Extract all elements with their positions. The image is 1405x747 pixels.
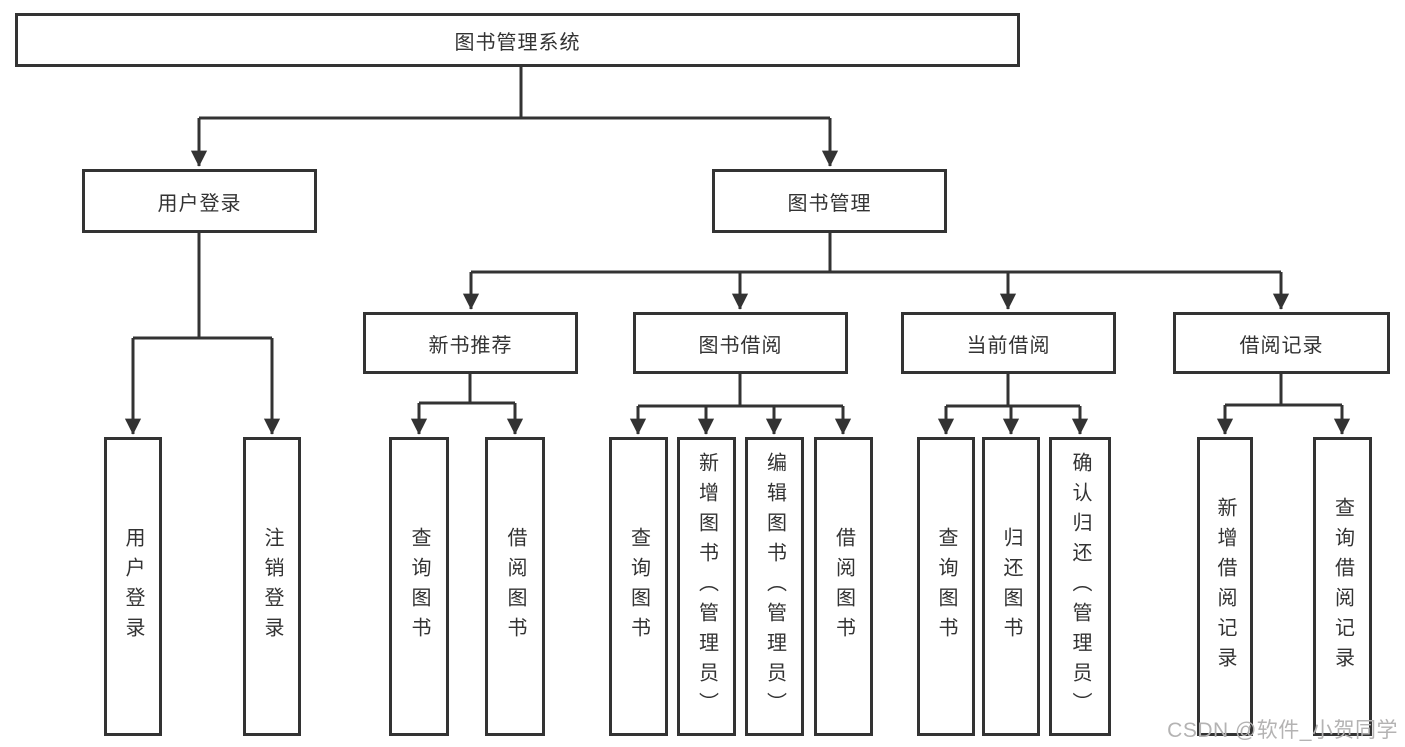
leaf-confirm-return-admin-label: 确认归还（管理员） <box>1069 451 1091 722</box>
node-root-system-label: 图书管理系统 <box>454 31 581 54</box>
book-management-to-level3-wires <box>462 233 1290 310</box>
leaf-borrow-books-1-label: 借阅图书 <box>504 526 526 647</box>
leaf-user-login: 用户登录 <box>104 437 162 736</box>
leaf-query-books-3: 查询图书 <box>917 437 975 736</box>
leaf-query-books-1: 查询图书 <box>389 437 449 736</box>
leaf-confirm-return-admin: 确认归还（管理员） <box>1049 437 1111 736</box>
leaf-edit-books-admin-label: 编辑图书（管理员） <box>763 451 786 722</box>
node-book-management: 图书管理 <box>712 169 947 233</box>
leaf-add-borrow-record: 新增借阅记录 <box>1197 437 1253 736</box>
leaf-query-borrow-record-label: 查询借阅记录 <box>1331 496 1354 677</box>
node-borrowing-records: 借阅记录 <box>1173 312 1390 374</box>
leaf-return-books-label: 归还图书 <box>1000 526 1022 647</box>
root-to-level2-wires <box>190 67 839 167</box>
node-root-system: 图书管理系统 <box>15 13 1020 67</box>
node-user-login: 用户登录 <box>82 169 317 233</box>
book-borrowing-leaf-wires <box>629 374 852 435</box>
node-book-borrowing: 图书借阅 <box>633 312 848 374</box>
csdn-watermark: CSDN @软件_小贺同学 <box>1167 719 1398 742</box>
leaf-borrow-books-1: 借阅图书 <box>485 437 545 736</box>
node-book-borrowing-label: 图书借阅 <box>698 334 783 357</box>
leaf-query-borrow-record: 查询借阅记录 <box>1313 437 1372 736</box>
node-user-login-label: 用户登录 <box>157 192 242 215</box>
leaf-query-books-3-label: 查询图书 <box>935 526 957 647</box>
leaf-logout-label: 注销登录 <box>261 526 283 647</box>
leaf-borrow-books-2: 借阅图书 <box>814 437 873 736</box>
leaf-user-login-label: 用户登录 <box>122 526 144 647</box>
node-borrowing-records-label: 借阅记录 <box>1239 334 1324 357</box>
node-current-borrowing: 当前借阅 <box>901 312 1116 374</box>
leaf-add-books-admin-label: 新增图书（管理员） <box>695 451 718 722</box>
leaf-borrow-books-2-label: 借阅图书 <box>832 526 855 647</box>
leaf-add-borrow-record-label: 新增借阅记录 <box>1214 496 1236 677</box>
node-new-book-recommend-label: 新书推荐 <box>428 334 513 357</box>
leaf-return-books: 归还图书 <box>982 437 1040 736</box>
user-login-leaf-wires <box>124 233 281 435</box>
borrowing-records-leaf-wires <box>1216 374 1351 435</box>
leaf-query-books-2: 查询图书 <box>609 437 668 736</box>
leaf-edit-books-admin: 编辑图书（管理员） <box>745 437 804 736</box>
leaf-add-books-admin: 新增图书（管理员） <box>677 437 736 736</box>
leaf-logout: 注销登录 <box>243 437 301 736</box>
leaf-query-books-2-label: 查询图书 <box>627 526 650 647</box>
current-borrowing-leaf-wires <box>937 374 1089 435</box>
node-book-management-label: 图书管理 <box>787 192 872 215</box>
node-new-book-recommend: 新书推荐 <box>363 312 578 374</box>
node-current-borrowing-label: 当前借阅 <box>966 334 1051 357</box>
leaf-query-books-1-label: 查询图书 <box>408 526 430 647</box>
new-book-recommend-leaf-wires <box>410 374 524 435</box>
